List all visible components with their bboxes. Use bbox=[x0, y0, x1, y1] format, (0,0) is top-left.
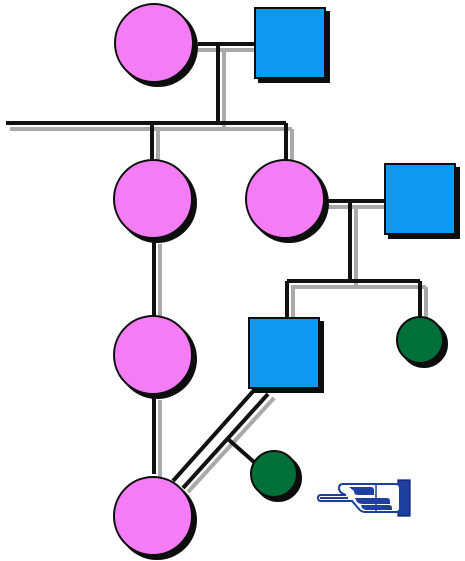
female-node-mother-right bbox=[245, 159, 325, 239]
finger-shade-1 bbox=[355, 498, 390, 504]
diagonal-outer-dark bbox=[171, 386, 258, 483]
thumb-shade bbox=[349, 487, 374, 495]
child-bottom-connector bbox=[227, 438, 256, 464]
pedigree-nodes bbox=[113, 3, 456, 556]
male-node-middle-square bbox=[248, 317, 320, 389]
child-node-bottom bbox=[250, 450, 298, 498]
diagonal-light bbox=[186, 396, 276, 494]
male-node-grandfather bbox=[254, 7, 326, 79]
diagonal-gap-white bbox=[178, 389, 265, 484]
connector-lines bbox=[6, 42, 428, 494]
male-node-father-right bbox=[384, 163, 456, 235]
female-node-bottom-left bbox=[113, 476, 193, 556]
female-node-grandmother bbox=[114, 3, 194, 83]
female-node-mother-left bbox=[113, 159, 193, 239]
diagonal-inner-dark bbox=[181, 392, 270, 490]
female-node-middle-left bbox=[113, 315, 193, 395]
child-node-right bbox=[396, 316, 444, 364]
pointing-hand-icon bbox=[316, 479, 411, 517]
